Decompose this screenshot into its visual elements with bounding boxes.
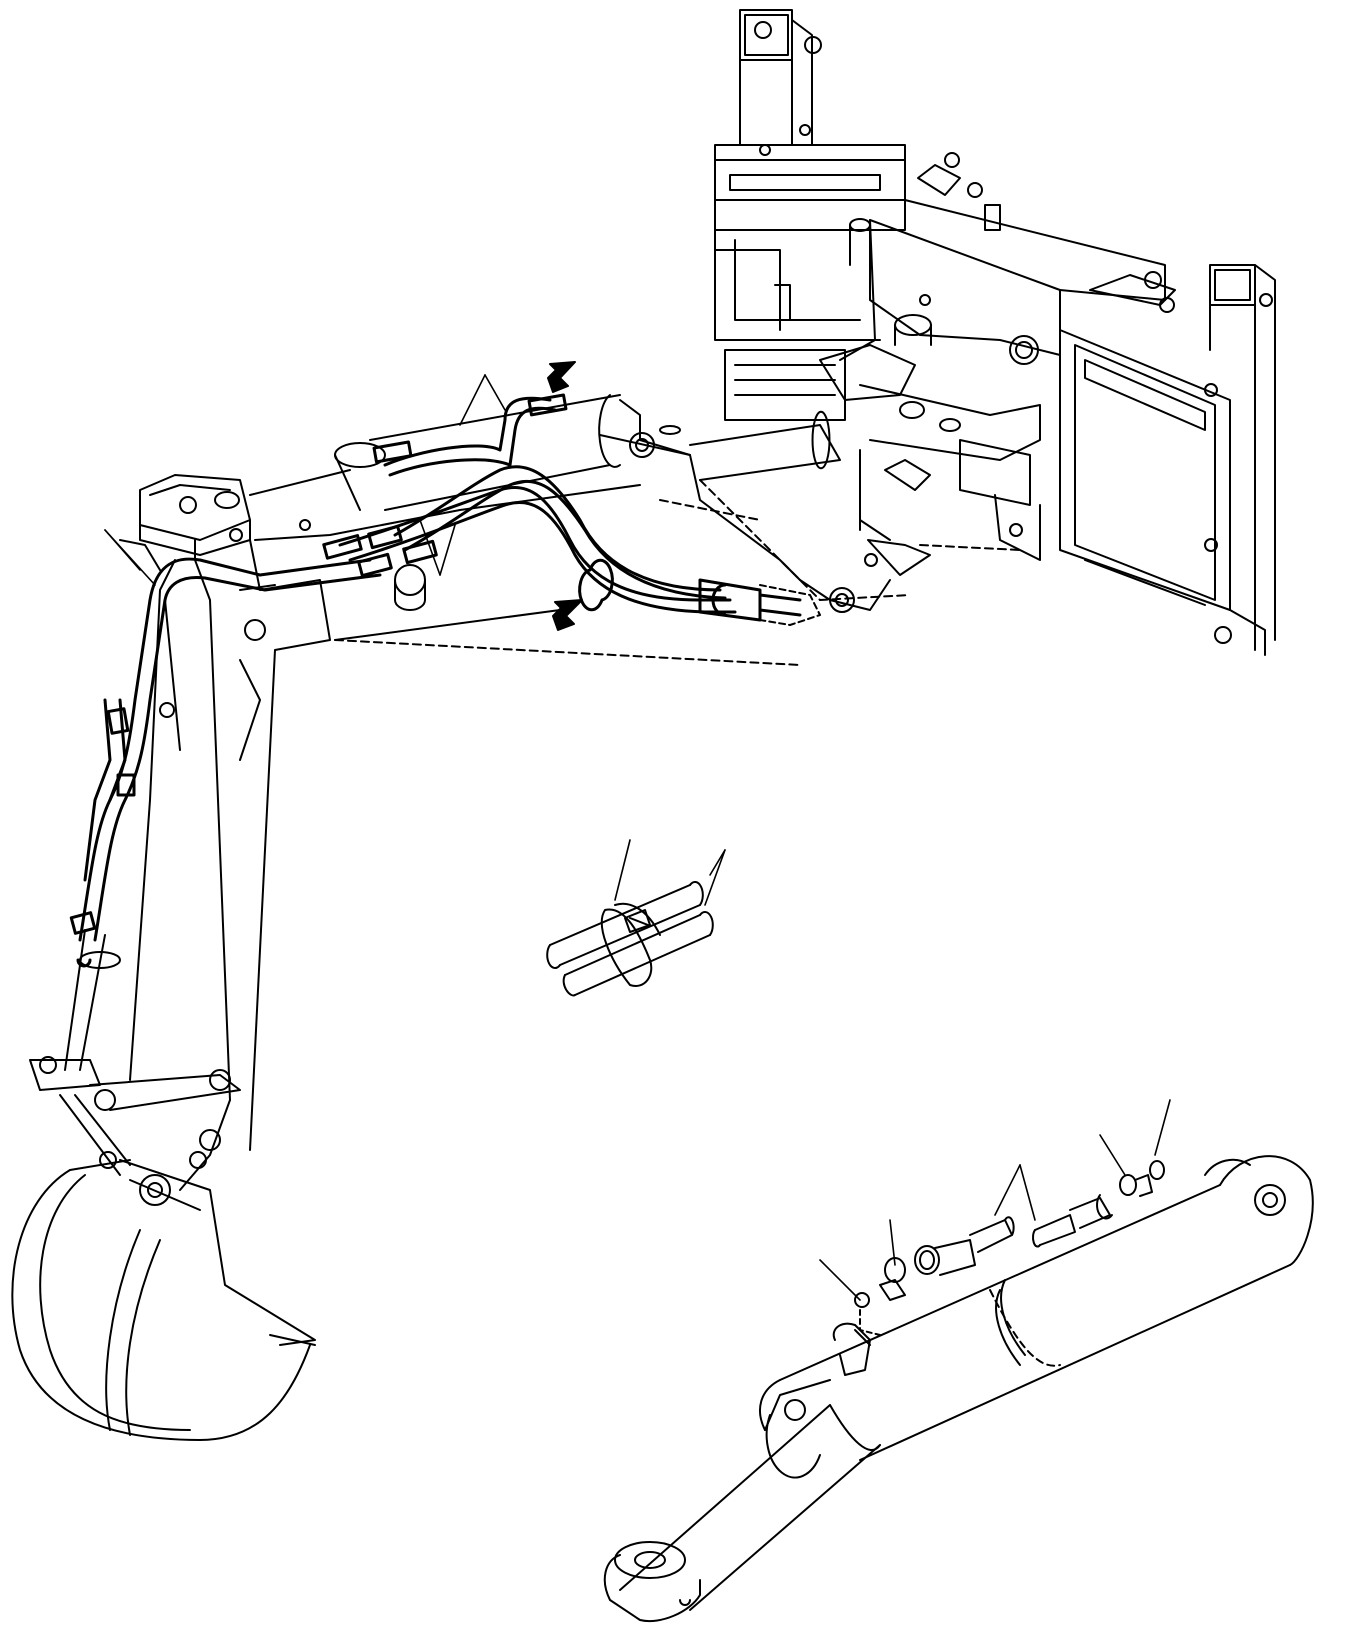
leader-lines-main bbox=[104, 374, 506, 586]
hose-clamp-detail bbox=[546, 839, 726, 997]
hydraulic-hoses bbox=[69, 393, 802, 968]
chassis-frame bbox=[334, 9, 1276, 666]
arrow-icon-upper bbox=[547, 361, 576, 393]
arrow-icon-lower bbox=[552, 599, 583, 631]
hydraulic-cylinder-detail bbox=[603, 1099, 1314, 1623]
boom-pivot-bracket bbox=[599, 399, 891, 613]
bucket bbox=[11, 1159, 316, 1441]
hose-dashed-hidden bbox=[759, 584, 821, 626]
boom-arm bbox=[29, 394, 641, 1191]
